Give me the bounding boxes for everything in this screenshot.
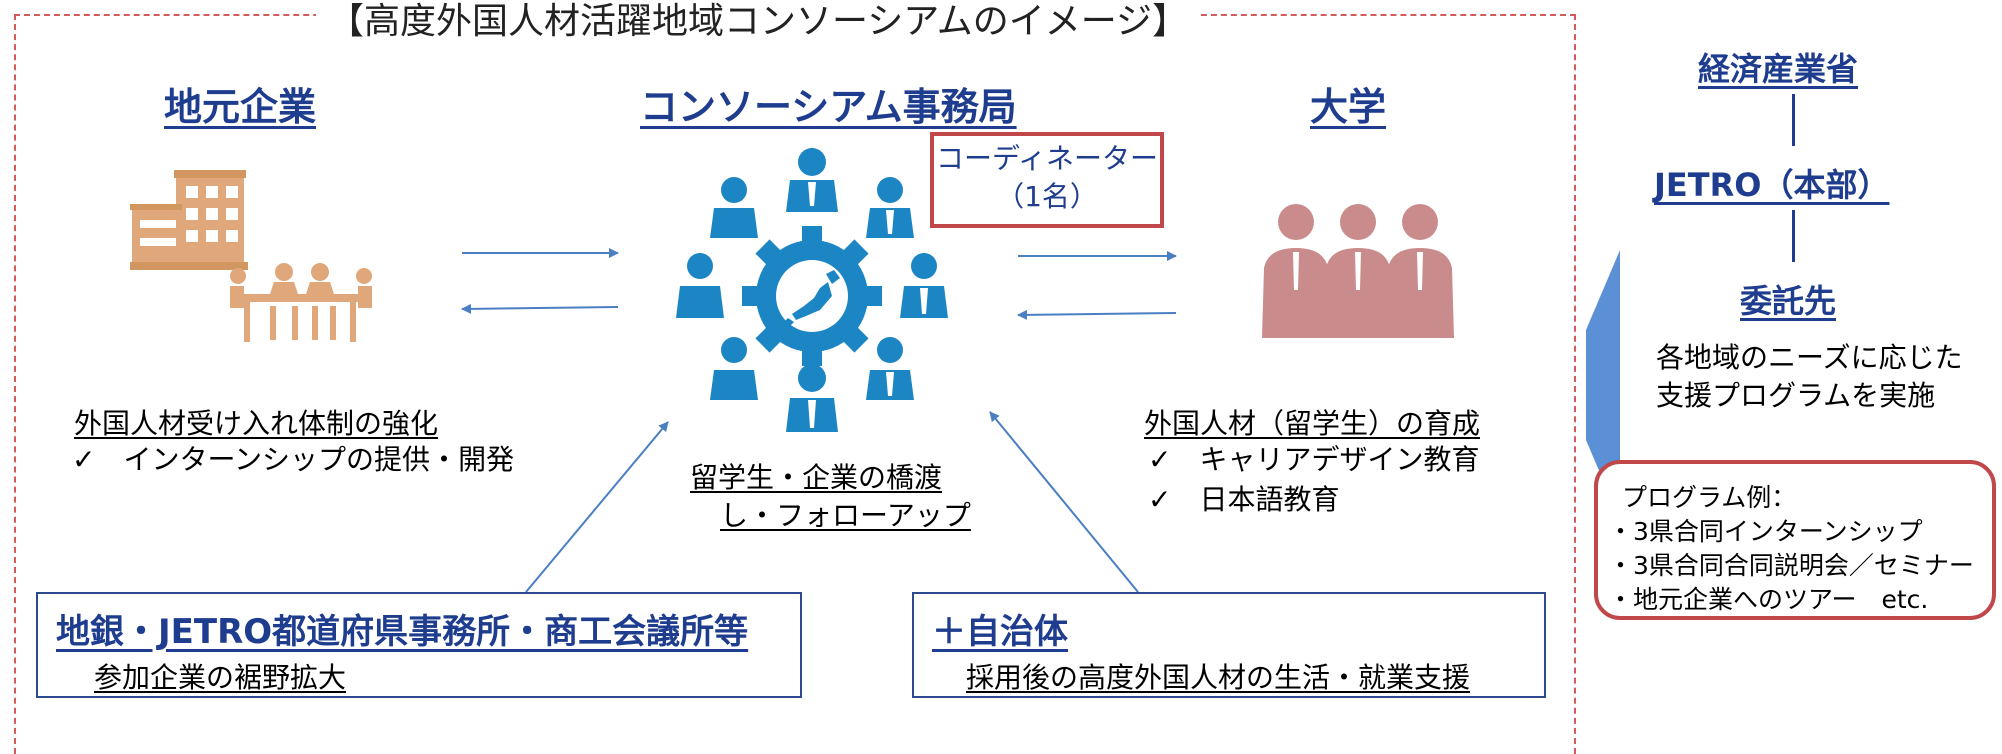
jetro-heading: JETRO（本部） xyxy=(1654,166,1890,204)
support-line-1: 各地域のニーズに応じた xyxy=(1656,341,1963,374)
network-gear-icon xyxy=(676,148,948,432)
program-title: プログラム例： xyxy=(1622,483,1797,512)
consortium-frame: 【高度外国人材活躍地域コンソーシアムのイメージ】 xyxy=(14,2,1576,754)
municipality-title: ＋自治体 xyxy=(932,612,1068,652)
bridge-text-1: 留学生・企業の橋渡 xyxy=(690,461,943,494)
program-item-3: ・地元企業へのツアー etc. xyxy=(1608,585,1929,614)
hierarchy-line-2 xyxy=(1792,210,1795,262)
local-company-sub: 外国人材受け入れ体制の強化 xyxy=(74,407,439,440)
coordinator-count: （1名） xyxy=(996,180,1098,213)
japan-map-icon xyxy=(780,270,840,330)
university-item-2: ✓ 日本語教育 xyxy=(1148,483,1340,516)
regional-bank-desc: 参加企業の裾野拡大 xyxy=(94,661,347,694)
students-icon xyxy=(1262,204,1454,338)
program-examples-box: プログラム例： ・3県合同インターンシップ ・3県合同合同説明会／セミナー ・地… xyxy=(1594,460,1996,620)
municipality-box: ＋自治体 採用後の高度外国人材の生活・就業支援 xyxy=(912,592,1546,698)
meeting-icon xyxy=(230,263,372,342)
local-company-item: ✓ インターンシップの提供・開発 xyxy=(72,443,515,476)
regional-bank-title: 地銀・JETRO都道府県事務所・商工会議所等 xyxy=(56,612,749,652)
bridge-text-2: し・フォローアップ xyxy=(720,499,971,532)
regional-bank-box: 地銀・JETRO都道府県事務所・商工会議所等 参加企業の裾野拡大 xyxy=(36,592,802,698)
consortium-heading: コンソーシアム事務局 xyxy=(640,85,1017,129)
coordinator-label: コーディネーター xyxy=(935,142,1159,175)
municipality-desc: 採用後の高度外国人材の生活・就業支援 xyxy=(966,661,1471,694)
university-sub: 外国人材（留学生）の育成 xyxy=(1144,407,1481,440)
factory-icon xyxy=(130,170,248,270)
university-item-1: ✓ キャリアデザイン教育 xyxy=(1148,443,1480,476)
support-line-2: 支援プログラムを実施 xyxy=(1656,379,1936,412)
meti-heading: 経済産業省 xyxy=(1698,50,1859,88)
program-item-2: ・3県合同合同説明会／セミナー xyxy=(1608,551,1974,580)
support-arrow xyxy=(1586,250,1620,520)
diagram-title: 【高度外国人材活躍地域コンソーシアムのイメージ】 xyxy=(316,2,1201,42)
local-company-heading: 地元企業 xyxy=(164,85,317,129)
program-item-1: ・3県合同インターンシップ xyxy=(1608,517,1923,546)
university-heading: 大学 xyxy=(1310,85,1387,129)
coordinator-box: コーディネーター （1名） xyxy=(930,132,1164,228)
flow-arrows xyxy=(461,248,1177,593)
hierarchy-line-1 xyxy=(1792,94,1795,146)
contractor-heading: 委託先 xyxy=(1740,282,1837,320)
diagram-graphics xyxy=(130,148,1620,593)
